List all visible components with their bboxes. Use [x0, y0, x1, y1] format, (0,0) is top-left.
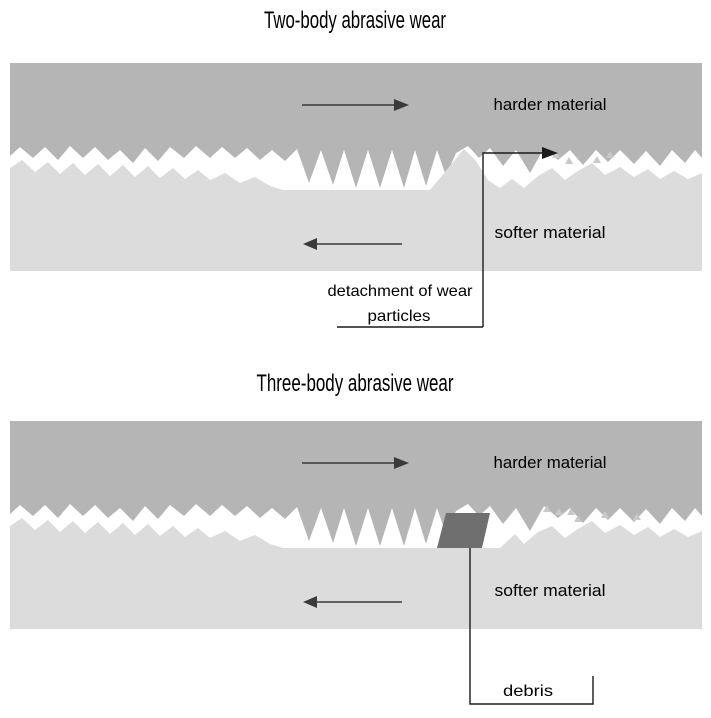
callout-line — [482, 152, 544, 327]
arrow-head — [303, 596, 317, 608]
three-body-section: Three-body abrasive wear harder material… — [10, 370, 702, 705]
wear-particle-icon — [606, 151, 614, 158]
debris-particle — [437, 513, 490, 548]
motion-arrow-left-icon — [303, 238, 402, 250]
arrow-head — [394, 457, 409, 469]
arrow-head — [394, 99, 409, 111]
detachment-callout: detachment of wear particles — [328, 147, 558, 328]
wear-particle-icon — [633, 513, 641, 520]
detachment-label-line1: detachment of wear — [328, 283, 474, 300]
two-body-section: Two-body abrasive wear harder material s… — [10, 7, 702, 328]
motion-arrow-left-icon — [303, 596, 402, 608]
detachment-label-line2: particles — [368, 308, 431, 325]
three-body-title: Three-body abrasive wear — [257, 370, 454, 397]
arrow-head — [303, 238, 317, 250]
harder-material-label: harder material — [494, 95, 607, 114]
wear-particle-icon — [574, 515, 582, 522]
wear-particles — [552, 151, 614, 164]
wear-particle-icon — [567, 508, 575, 515]
debris-callout: debris — [469, 548, 594, 705]
wear-particle-icon — [552, 151, 560, 158]
callout-arrow-head — [542, 147, 558, 159]
wear-particle-icon — [593, 156, 601, 163]
two-body-title: Two-body abrasive wear — [264, 7, 446, 34]
motion-arrow-right-icon — [302, 457, 409, 469]
harder-material-label: harder material — [494, 453, 607, 472]
softer-material-label: softer material — [495, 223, 606, 242]
wear-particle-icon — [555, 508, 563, 515]
debris-label: debris — [503, 683, 553, 700]
softer-material-label: softer material — [495, 581, 606, 600]
wear-particle-icon — [601, 511, 609, 518]
wear-particle-icon — [565, 157, 573, 164]
wear-particles — [543, 505, 641, 522]
callout-line — [469, 548, 594, 705]
wear-particle-icon — [543, 505, 551, 512]
motion-arrow-right-icon — [302, 99, 409, 111]
